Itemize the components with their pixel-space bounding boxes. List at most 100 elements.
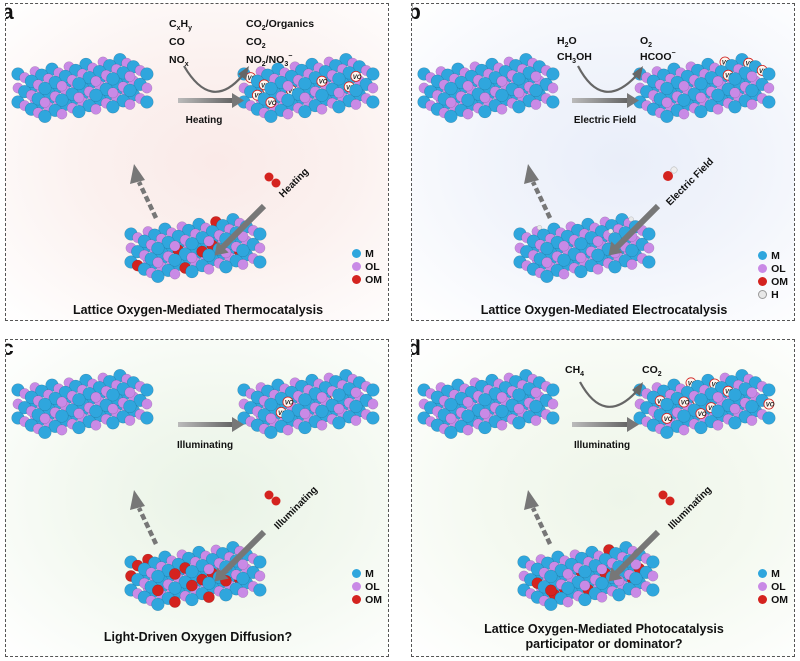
svg-text:NO2/NO3−: NO2/NO3− [246, 53, 292, 68]
curved-arrow [183, 65, 243, 93]
legend: M OL OM H [758, 249, 788, 301]
return-arrow-label: Illuminating [667, 485, 714, 532]
dashed-cycle-arrow [130, 164, 159, 219]
reoxidized-lattice [124, 213, 267, 284]
legend-h: H [771, 288, 779, 301]
metal-dot-icon [758, 251, 768, 260]
legend-m: M [365, 567, 374, 580]
legend-ol: OL [771, 262, 786, 275]
pristine-lattice [11, 368, 154, 440]
forward-arrow [178, 93, 244, 108]
panel-label-c: c [6, 340, 14, 359]
svg-text:CO2/Organics: CO2/Organics [246, 18, 314, 32]
return-arrow [214, 529, 267, 582]
lattice-oxygen-dot-icon [352, 262, 362, 271]
panel-a-thermocatalysis: VOVOVOVOVOVOVOVOVOVOVOVO CxHy CO NOx CO2… [5, 3, 389, 321]
svg-text:VO: VO [353, 75, 362, 81]
return-arrow-label: Illuminating [273, 485, 320, 532]
reactant-list: CH4 [565, 364, 584, 378]
legend-om: OM [365, 593, 382, 606]
dashed-cycle-arrow [130, 490, 159, 545]
svg-text:VO: VO [285, 401, 294, 407]
product-list: O2 HCOO− [640, 35, 676, 63]
svg-text:NOx: NOx [169, 54, 189, 68]
metal-dot-icon [352, 249, 362, 258]
svg-text:VO: VO [681, 401, 690, 407]
vacancy-lattice: VOVOVOVOVO [633, 52, 776, 124]
panel-a-diagram: VOVOVOVOVOVOVOVOVOVOVOVO CxHy CO NOx CO2… [11, 18, 380, 284]
curved-arrowhead [238, 66, 249, 80]
caption: Light-Driven Oxygen Diffusion? [103, 630, 293, 644]
vacancy-lattice: VOVOVOVOVOVOVOVOVOVOVOVO [237, 52, 380, 124]
pristine-lattice [417, 368, 560, 440]
oxygen-molecule-icon [264, 172, 281, 188]
lattice-oxygen-dot-icon [758, 264, 768, 273]
molecular-oxygen-dot-icon [758, 595, 768, 604]
svg-text:CH4: CH4 [565, 364, 584, 378]
legend-m: M [771, 567, 780, 580]
return-arrow-label: Heating [277, 166, 311, 200]
caption: Lattice Oxygen-Mediated Thermocatalysis [72, 303, 324, 317]
hydrogen-dot-icon [758, 290, 768, 299]
reactant-list: H2O CH3OH [557, 35, 592, 65]
product-list: CO2 [642, 364, 662, 378]
return-arrow [214, 203, 267, 256]
legend-m: M [771, 249, 780, 262]
panel-b-electrocatalysis: VOVOVOVOVO H2O CH3OH O2 HCOO− Electric F… [411, 3, 795, 321]
hydroxylated-lattice [513, 213, 656, 284]
metal-dot-icon [352, 569, 362, 578]
panel-b-diagram: VOVOVOVOVO H2O CH3OH O2 HCOO− Electric F… [417, 35, 776, 284]
caption-line-1: Lattice Oxygen-Mediated Photocatalysis [484, 622, 724, 636]
svg-text:CO2: CO2 [246, 36, 266, 50]
legend-om: OM [771, 275, 788, 288]
svg-text:CO2: CO2 [642, 364, 662, 378]
reoxidized-lattice [124, 541, 267, 612]
vacancy-lattice: VOVOVOVOVOVOVOVOVOVO [633, 368, 776, 440]
panel-label-b: b [412, 4, 421, 23]
svg-text:VO: VO [664, 417, 673, 423]
curved-arrow [577, 65, 637, 93]
panel-d-diagram: VOVOVOVOVOVOVOVOVOVO CH4 CO2 Illuminatin… [417, 364, 776, 612]
molecular-oxygen-dot-icon [352, 275, 362, 284]
forward-arrow-label: Electric Field [574, 115, 636, 126]
molecular-oxygen-dot-icon [758, 277, 768, 286]
legend: M OL OM [352, 247, 382, 286]
svg-text:VO: VO [766, 403, 775, 409]
svg-text:CO: CO [169, 36, 185, 48]
return-arrow [608, 529, 661, 582]
legend-om: OM [365, 273, 382, 286]
forward-arrow-label: Illuminating [574, 440, 630, 451]
legend: M OL OM [758, 567, 788, 606]
dashed-cycle-arrow [524, 164, 553, 219]
legend: M OL OM [352, 567, 382, 606]
caption-line-2: participator or dominator? [525, 637, 683, 651]
forward-arrow [572, 417, 639, 432]
return-arrow [608, 203, 661, 256]
legend-ol: OL [365, 260, 380, 273]
pristine-lattice [11, 52, 154, 124]
svg-text:H2O: H2O [557, 35, 577, 49]
oxygen-molecule-icon [264, 490, 281, 506]
legend-ol: OL [365, 580, 380, 593]
panel-d-photocatalysis: VOVOVOVOVOVOVOVOVOVO CH4 CO2 Illuminatin… [411, 339, 795, 657]
svg-text:HCOO−: HCOO− [640, 50, 676, 63]
pristine-lattice [417, 52, 560, 124]
forward-arrow [178, 417, 244, 432]
forward-arrow-label: Illuminating [177, 440, 233, 451]
forward-arrow-label: Heating [186, 115, 223, 126]
curved-arrowhead [632, 382, 643, 396]
curved-arrowhead [632, 66, 643, 80]
svg-text:CxHy: CxHy [169, 18, 192, 32]
oxygen-molecule-icon [658, 490, 675, 506]
svg-text:VO: VO [319, 80, 328, 86]
legend-om: OM [771, 593, 788, 606]
return-arrow-label: Electric Field [664, 156, 716, 208]
panel-label-a: a [6, 4, 14, 23]
lattice-oxygen-dot-icon [758, 582, 768, 591]
panel-label-d: d [412, 340, 421, 359]
svg-text:O2: O2 [640, 35, 652, 49]
molecular-oxygen-dot-icon [352, 595, 362, 604]
